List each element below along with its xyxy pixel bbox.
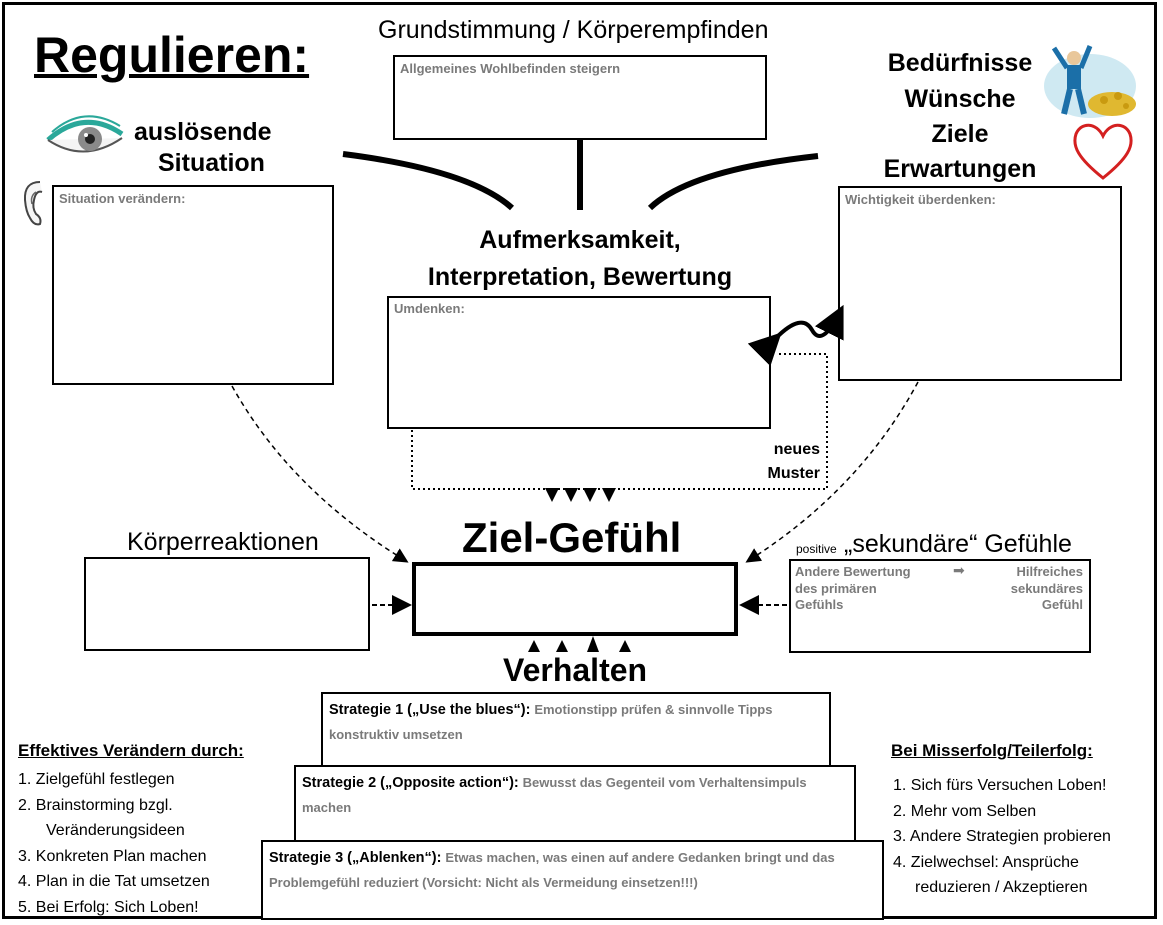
neues-muster-line2: Muster <box>767 465 820 482</box>
situation-header-line2: Situation <box>158 149 265 177</box>
list-item: 2. Mehr vom Selben <box>893 802 1037 820</box>
effektiv-list: 1. Zielgefühl festlegen 2. Brainstorming… <box>18 767 210 920</box>
ear-icon <box>23 181 43 226</box>
list-item: 4. Plan in die Tat umsetzen <box>18 873 210 890</box>
sekundaere-right-line3: Gefühl <box>1041 597 1083 612</box>
aufmerksamkeit-line1: Aufmerksamkeit, <box>479 226 681 254</box>
verhalten-header: Verhalten <box>503 652 648 688</box>
beduerfnisse-line4: Erwartungen <box>883 155 1037 183</box>
heart-icon <box>1073 123 1133 180</box>
sekundaere-left-line2: des primären <box>795 580 877 596</box>
page-title: Regulieren: <box>34 27 310 83</box>
treasure-person-icon <box>1044 45 1136 118</box>
aufmerksamkeit-line2: Interpretation, Bewertung <box>427 263 733 291</box>
strategy-2-text: Bewusst das Gegenteil vom Verhaltensimpu… <box>302 775 807 815</box>
beduerfnisse-box[interactable]: Wichtigkeit überdenken: <box>838 186 1122 381</box>
list-item: 3. Konkreten Plan machen <box>18 847 207 865</box>
list-item: 2. Brainstorming bzgl. <box>18 796 173 814</box>
beduerfnisse-line1: Bedürfnisse <box>887 49 1033 77</box>
sekundaere-box[interactable]: Andere Bewertung des primären Gefühls Hi… <box>789 559 1091 653</box>
strategy-3-label: Strategie 3 („Ablenken“): <box>269 850 442 866</box>
list-item: 3. Andere Strategien probieren <box>893 828 1111 845</box>
sekundaere-right-line1: Hilfreiches <box>1016 564 1083 579</box>
koerperreaktionen-box[interactable] <box>84 557 370 651</box>
koerperreaktionen-header: Körperreaktionen <box>127 528 319 556</box>
beduerfnisse-line2: Wünsche <box>904 85 1016 113</box>
sekundaere-right-line2: sekundäres <box>1010 580 1083 596</box>
strategy-2-label: Strategie 2 („Opposite action“): <box>302 775 519 791</box>
sekundaere-prefix: positive <box>796 542 837 556</box>
situation-header-line1: auslösende <box>134 118 272 146</box>
list-item: 4. Zielwechsel: Ansprüche <box>893 853 1079 871</box>
effektiv-header: Effektives Verändern durch: <box>18 741 244 760</box>
eye-icon <box>46 115 124 153</box>
grundstimmung-box-label: Allgemeines Wohlbefinden steigern <box>400 61 621 76</box>
situation-box-label: Situation verändern: <box>59 191 186 206</box>
sekundaere-header: „sekundäre“ Gefühle <box>844 530 1072 558</box>
strategy-3-text: Etwas machen, was einen auf andere Gedan… <box>269 850 835 890</box>
situation-box[interactable]: Situation verändern: <box>52 185 334 385</box>
list-item: reduzieren / Akzeptieren <box>915 879 1088 896</box>
sekundaere-left-line3: Gefühls <box>795 597 844 612</box>
neues-muster-line1: neues <box>773 441 820 458</box>
list-item: 5. Bei Erfolg: Sich Loben! <box>18 898 199 916</box>
sekundaere-left-line1: Andere Bewertung <box>795 564 911 579</box>
strategy-1-text: Emotionstipp prüfen & sinnvolle Tipps ko… <box>329 702 773 742</box>
beduerfnisse-box-label: Wichtigkeit überdenken: <box>845 192 996 207</box>
list-item: Veränderungsideen <box>46 822 185 839</box>
list-item: 1. Zielgefühl festlegen <box>18 771 175 788</box>
strategy-1-label: Strategie 1 („Use the blues“): <box>329 702 531 718</box>
misserfolg-list: 1. Sich fürs Versuchen Loben! 2. Mehr vo… <box>893 773 1111 901</box>
umdenken-box[interactable]: Umdenken: <box>387 296 771 429</box>
grundstimmung-box[interactable]: Allgemeines Wohlbefinden steigern <box>393 55 767 140</box>
list-item: 1. Sich fürs Versuchen Loben! <box>893 777 1107 794</box>
strategy-1-box[interactable]: Strategie 1 („Use the blues“): Emotionst… <box>321 692 831 770</box>
ziel-gefuehl-box[interactable] <box>412 562 738 636</box>
right-arrow-icon: ➡ <box>953 562 965 578</box>
beduerfnisse-line3: Ziele <box>931 120 989 148</box>
ziel-gefuehl-header: Ziel-Gefühl <box>462 514 682 561</box>
grundstimmung-header: Grundstimmung / Körperempfinden <box>378 16 769 44</box>
strategy-3-box[interactable]: Strategie 3 („Ablenken“): Etwas machen, … <box>261 840 884 920</box>
umdenken-box-label: Umdenken: <box>394 301 465 316</box>
strategy-2-box[interactable]: Strategie 2 („Opposite action“): Bewusst… <box>294 765 856 847</box>
misserfolg-header: Bei Misserfolg/Teilerfolg: <box>891 741 1093 760</box>
